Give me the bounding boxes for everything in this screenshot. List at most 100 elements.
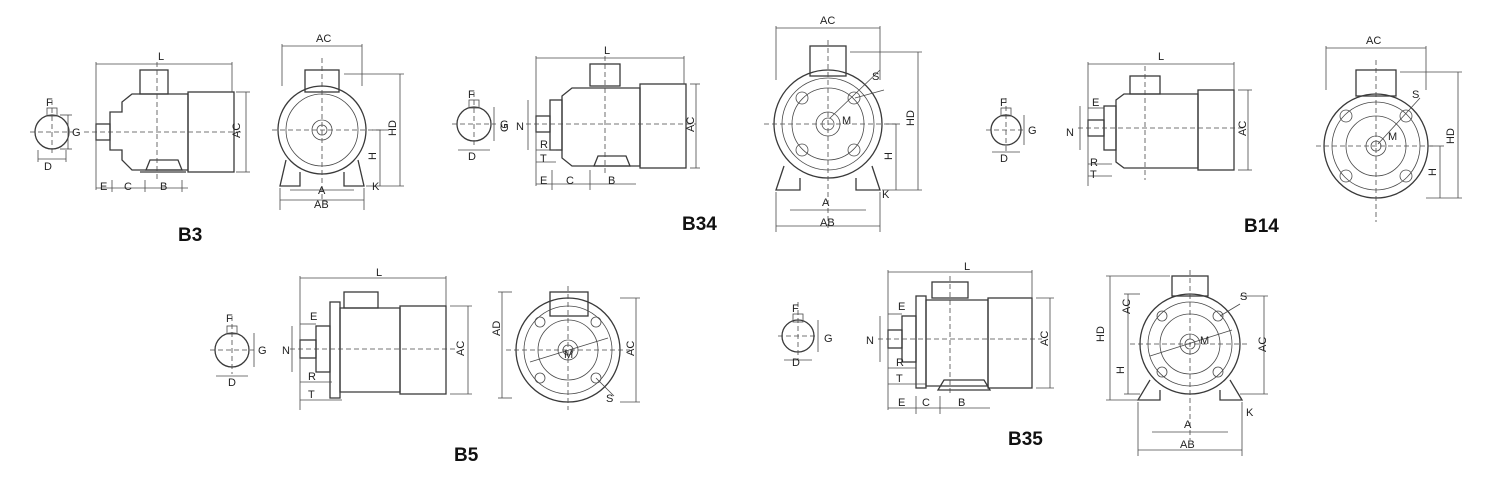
b35-dim-b: B <box>958 397 965 409</box>
b14-dim-hd: HD <box>1445 128 1457 144</box>
b34-dim-ac-front: AC <box>820 15 835 27</box>
b34-side-view: L AC G N R T E C B <box>499 45 700 190</box>
b35-dim-ac-front: AC <box>1257 337 1269 352</box>
b34-dim-s: S <box>872 71 879 83</box>
b34-dim-b: B <box>608 175 615 187</box>
b35-dim-ac-side: AC <box>1039 331 1051 346</box>
b35-dim-d: D <box>792 357 800 369</box>
b35-dim-t: T <box>896 373 903 385</box>
b35-title: B35 <box>1008 429 1043 450</box>
b34-dim-l: L <box>604 45 610 57</box>
b3-shaft-end-view: F G D <box>30 97 81 173</box>
b5-dim-ac-side: AC <box>455 341 467 356</box>
b34-dim-d: D <box>468 151 476 163</box>
b3-dim-e: E <box>100 181 107 193</box>
b3-dim-g: G <box>72 127 81 139</box>
b5-dim-ad: AD <box>491 321 503 336</box>
b35-dim-s: S <box>1240 291 1247 303</box>
b34-dim-ac-side: AC <box>685 117 697 132</box>
b3-dim-ab: AB <box>314 199 329 211</box>
b35-dim-m: M <box>1200 335 1209 347</box>
b3-dim-hd: HD <box>387 120 399 136</box>
b34-dim-g-side: G <box>499 123 511 132</box>
b14-dim-s: S <box>1412 89 1419 101</box>
b34-title: B34 <box>682 214 717 235</box>
b34-shaft-end-view: F G D <box>452 89 509 163</box>
b34-dim-hd: HD <box>905 110 917 126</box>
b35-dim-e-top: E <box>898 301 905 313</box>
b3-dim-k: K <box>372 181 380 193</box>
b35-dim-ab: AB <box>1180 439 1195 451</box>
b14-dim-m: M <box>1388 131 1397 143</box>
b3-front-view: AC HD H A AB K <box>272 33 404 211</box>
b5-dim-f: F <box>226 313 233 325</box>
b14-dim-r: R <box>1090 157 1098 169</box>
b34-dim-m: M <box>842 115 851 127</box>
b5-dim-n: N <box>282 345 290 357</box>
b5-front-view: AD AC M S <box>491 286 640 410</box>
b14-dim-d: D <box>1000 153 1008 165</box>
b14-shaft-end-view: F G D <box>986 97 1037 165</box>
b35-dim-g: G <box>824 333 833 345</box>
b35-shaft-end-view: F G D <box>778 302 833 369</box>
b35-side-view: L AC N E R T E C B <box>866 261 1054 414</box>
b35-dim-a: A <box>1184 419 1192 431</box>
b3-dim-b: B <box>160 181 167 193</box>
b14-dim-g: G <box>1028 125 1037 137</box>
b35-dim-e-bottom: E <box>898 397 905 409</box>
b5-dim-m: M <box>564 349 573 361</box>
b34-dim-c: C <box>566 175 574 187</box>
b34-dim-r: R <box>540 139 548 151</box>
b3-dim-l: L <box>158 51 164 63</box>
b5-dim-r: R <box>308 371 316 383</box>
b34-dim-ab: AB <box>820 217 835 229</box>
b35-dim-h: H <box>1115 366 1127 374</box>
b3-dim-ac-side: AC <box>231 123 243 138</box>
b5-dim-g: G <box>258 345 267 357</box>
b14-dim-l: L <box>1158 51 1164 63</box>
b3-dim-a: A <box>318 185 326 197</box>
b5-dim-t: T <box>308 389 315 401</box>
b35-dim-f: F <box>792 303 799 315</box>
b5-dim-l: L <box>376 267 382 279</box>
b34-group: F G D L AC G N R T E C B <box>452 15 922 235</box>
b3-side-view: L AC E C B <box>84 51 250 193</box>
b5-dim-e: E <box>310 311 317 323</box>
b3-dim-f: F <box>46 97 53 109</box>
b35-dim-k: K <box>1246 407 1254 419</box>
b5-group: F G D L AC N E R T <box>210 267 640 466</box>
b3-dim-c: C <box>124 181 132 193</box>
b14-dim-f: F <box>1000 97 1007 109</box>
b14-dim-n: N <box>1066 127 1074 139</box>
b14-title: B14 <box>1244 216 1279 237</box>
b14-dim-ac-side: AC <box>1237 121 1249 136</box>
b34-dim-f: F <box>468 89 475 101</box>
b14-dim-h: H <box>1427 168 1439 176</box>
b35-dim-ac-left: AC <box>1121 299 1133 314</box>
b14-dim-e: E <box>1092 97 1099 109</box>
b34-dim-a: A <box>822 197 830 209</box>
b34-dim-h: H <box>883 152 895 160</box>
b34-dim-n: N <box>516 121 524 133</box>
b5-title: B5 <box>454 445 479 466</box>
b35-front-view: HD AC H S M AC A AB K <box>1095 270 1269 456</box>
b34-dim-g: G <box>500 119 509 131</box>
b34-dim-t: T <box>540 153 547 165</box>
b35-dim-l: L <box>964 261 970 273</box>
b5-shaft-end-view: F G D <box>210 313 267 389</box>
b5-dim-s: S <box>606 393 613 405</box>
b35-group: F G D L AC N E R T E C B <box>778 261 1269 456</box>
b3-dim-h: H <box>367 152 379 160</box>
b5-side-view: L AC N E R T <box>282 267 472 410</box>
b14-dim-ac-front: AC <box>1366 35 1381 47</box>
b3-group: F G D L AC E C B <box>30 33 404 246</box>
b5-dim-ac-front: AC <box>625 341 637 356</box>
b34-front-view: AC S M HD H A AB K <box>764 15 922 232</box>
b14-dim-t: T <box>1090 169 1097 181</box>
b34-dim-e: E <box>540 175 547 187</box>
b14-front-view: AC S M HD H <box>1316 35 1462 222</box>
b3-dim-d: D <box>44 161 52 173</box>
b5-dim-d: D <box>228 377 236 389</box>
b35-dim-c: C <box>922 397 930 409</box>
